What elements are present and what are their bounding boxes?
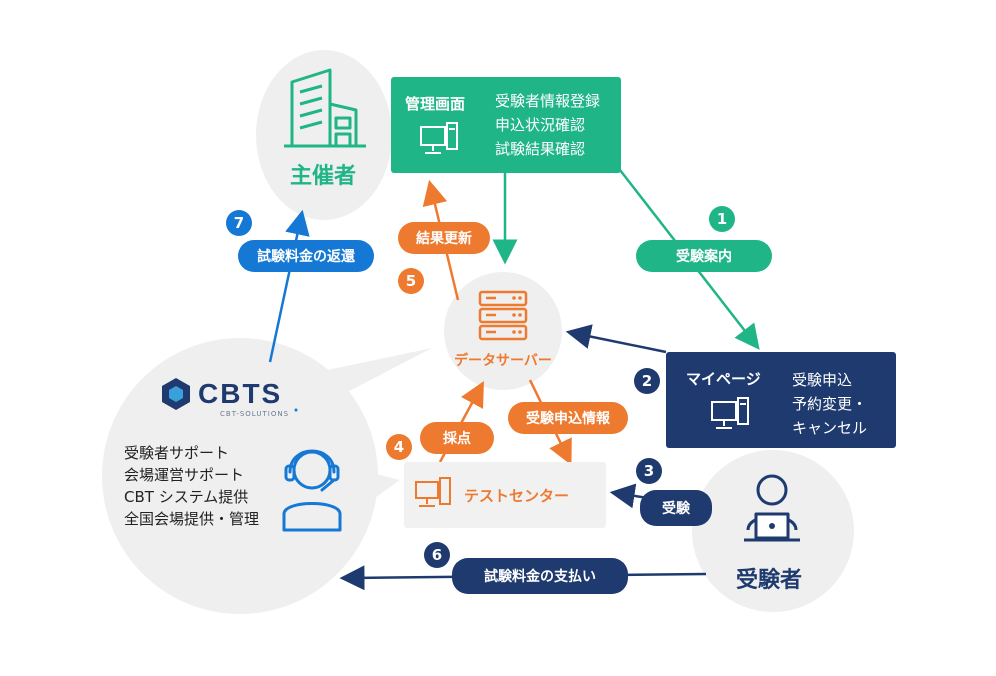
computer-icon <box>415 477 451 507</box>
step-pill-exam: 受験 <box>640 490 712 526</box>
server-label: データサーバー <box>454 353 552 369</box>
cbts-service-item: 全国会場提供・管理 <box>124 510 260 528</box>
test-center-box[interactable]: テストセンター <box>404 462 606 528</box>
step-badge-3: 3 <box>636 458 662 484</box>
monitor-icon <box>420 122 458 154</box>
step-badge-2: 2 <box>634 368 660 394</box>
cbts-service-item: 受験者サポート <box>124 444 230 462</box>
cbts-logo-text: CBTS <box>198 378 283 409</box>
step-pill-scoring: 採点 <box>420 422 494 454</box>
admin-title: 管理画面 <box>405 95 466 113</box>
cbts-service-item: CBT システム提供 <box>124 488 249 506</box>
admin-item: 受験者情報登録 <box>495 92 601 110</box>
step-pill-result-update: 結果更新 <box>398 222 490 254</box>
cbts-logo-sub: CBT-SOLUTIONS <box>220 410 290 418</box>
mypage-items: 受験申込 予約変更・ キャンセル <box>792 368 867 440</box>
step-badge-1: 1 <box>709 206 735 232</box>
step-badge-7: 7 <box>226 210 252 236</box>
test-center-label: テストセンター <box>464 487 570 505</box>
mypage-panel[interactable]: マイページ 受験申込 予約変更・ キャンセル <box>666 352 896 448</box>
step-badge-5: 5 <box>398 268 424 294</box>
mypage-item: 予約変更・ <box>792 395 868 413</box>
mypage-item: キャンセル <box>792 419 868 437</box>
arrow-mypage-server <box>565 324 667 354</box>
cbts-services: 受験者サポート 会場運営サポート CBT システム提供 全国会場提供・管理 <box>124 442 259 530</box>
admin-panel[interactable]: 管理画面 受験者情報登録 申込状況確認 試験結果確認 <box>391 77 621 173</box>
cbts-service-item: 会場運営サポート <box>124 466 245 484</box>
admin-item: 申込状況確認 <box>495 116 586 134</box>
admin-items: 受験者情報登録 申込状況確認 試験結果確認 <box>495 89 600 161</box>
step-pill-refund: 試験料金の返還 <box>238 240 374 272</box>
monitor-icon <box>711 397 749 429</box>
pill-apply-info: 受験申込情報 <box>508 402 628 434</box>
mypage-item: 受験申込 <box>792 371 853 389</box>
step-pill-payment: 試験料金の支払い <box>452 558 628 594</box>
mypage-title: マイページ <box>686 370 761 388</box>
organizer-label: 主催者 <box>290 164 357 189</box>
step-badge-4: 4 <box>386 434 412 460</box>
step-badge-6: 6 <box>424 542 450 568</box>
admin-item: 試験結果確認 <box>495 140 586 158</box>
examinee-label: 受験者 <box>736 568 803 593</box>
step-pill-guide: 受験案内 <box>636 240 772 272</box>
